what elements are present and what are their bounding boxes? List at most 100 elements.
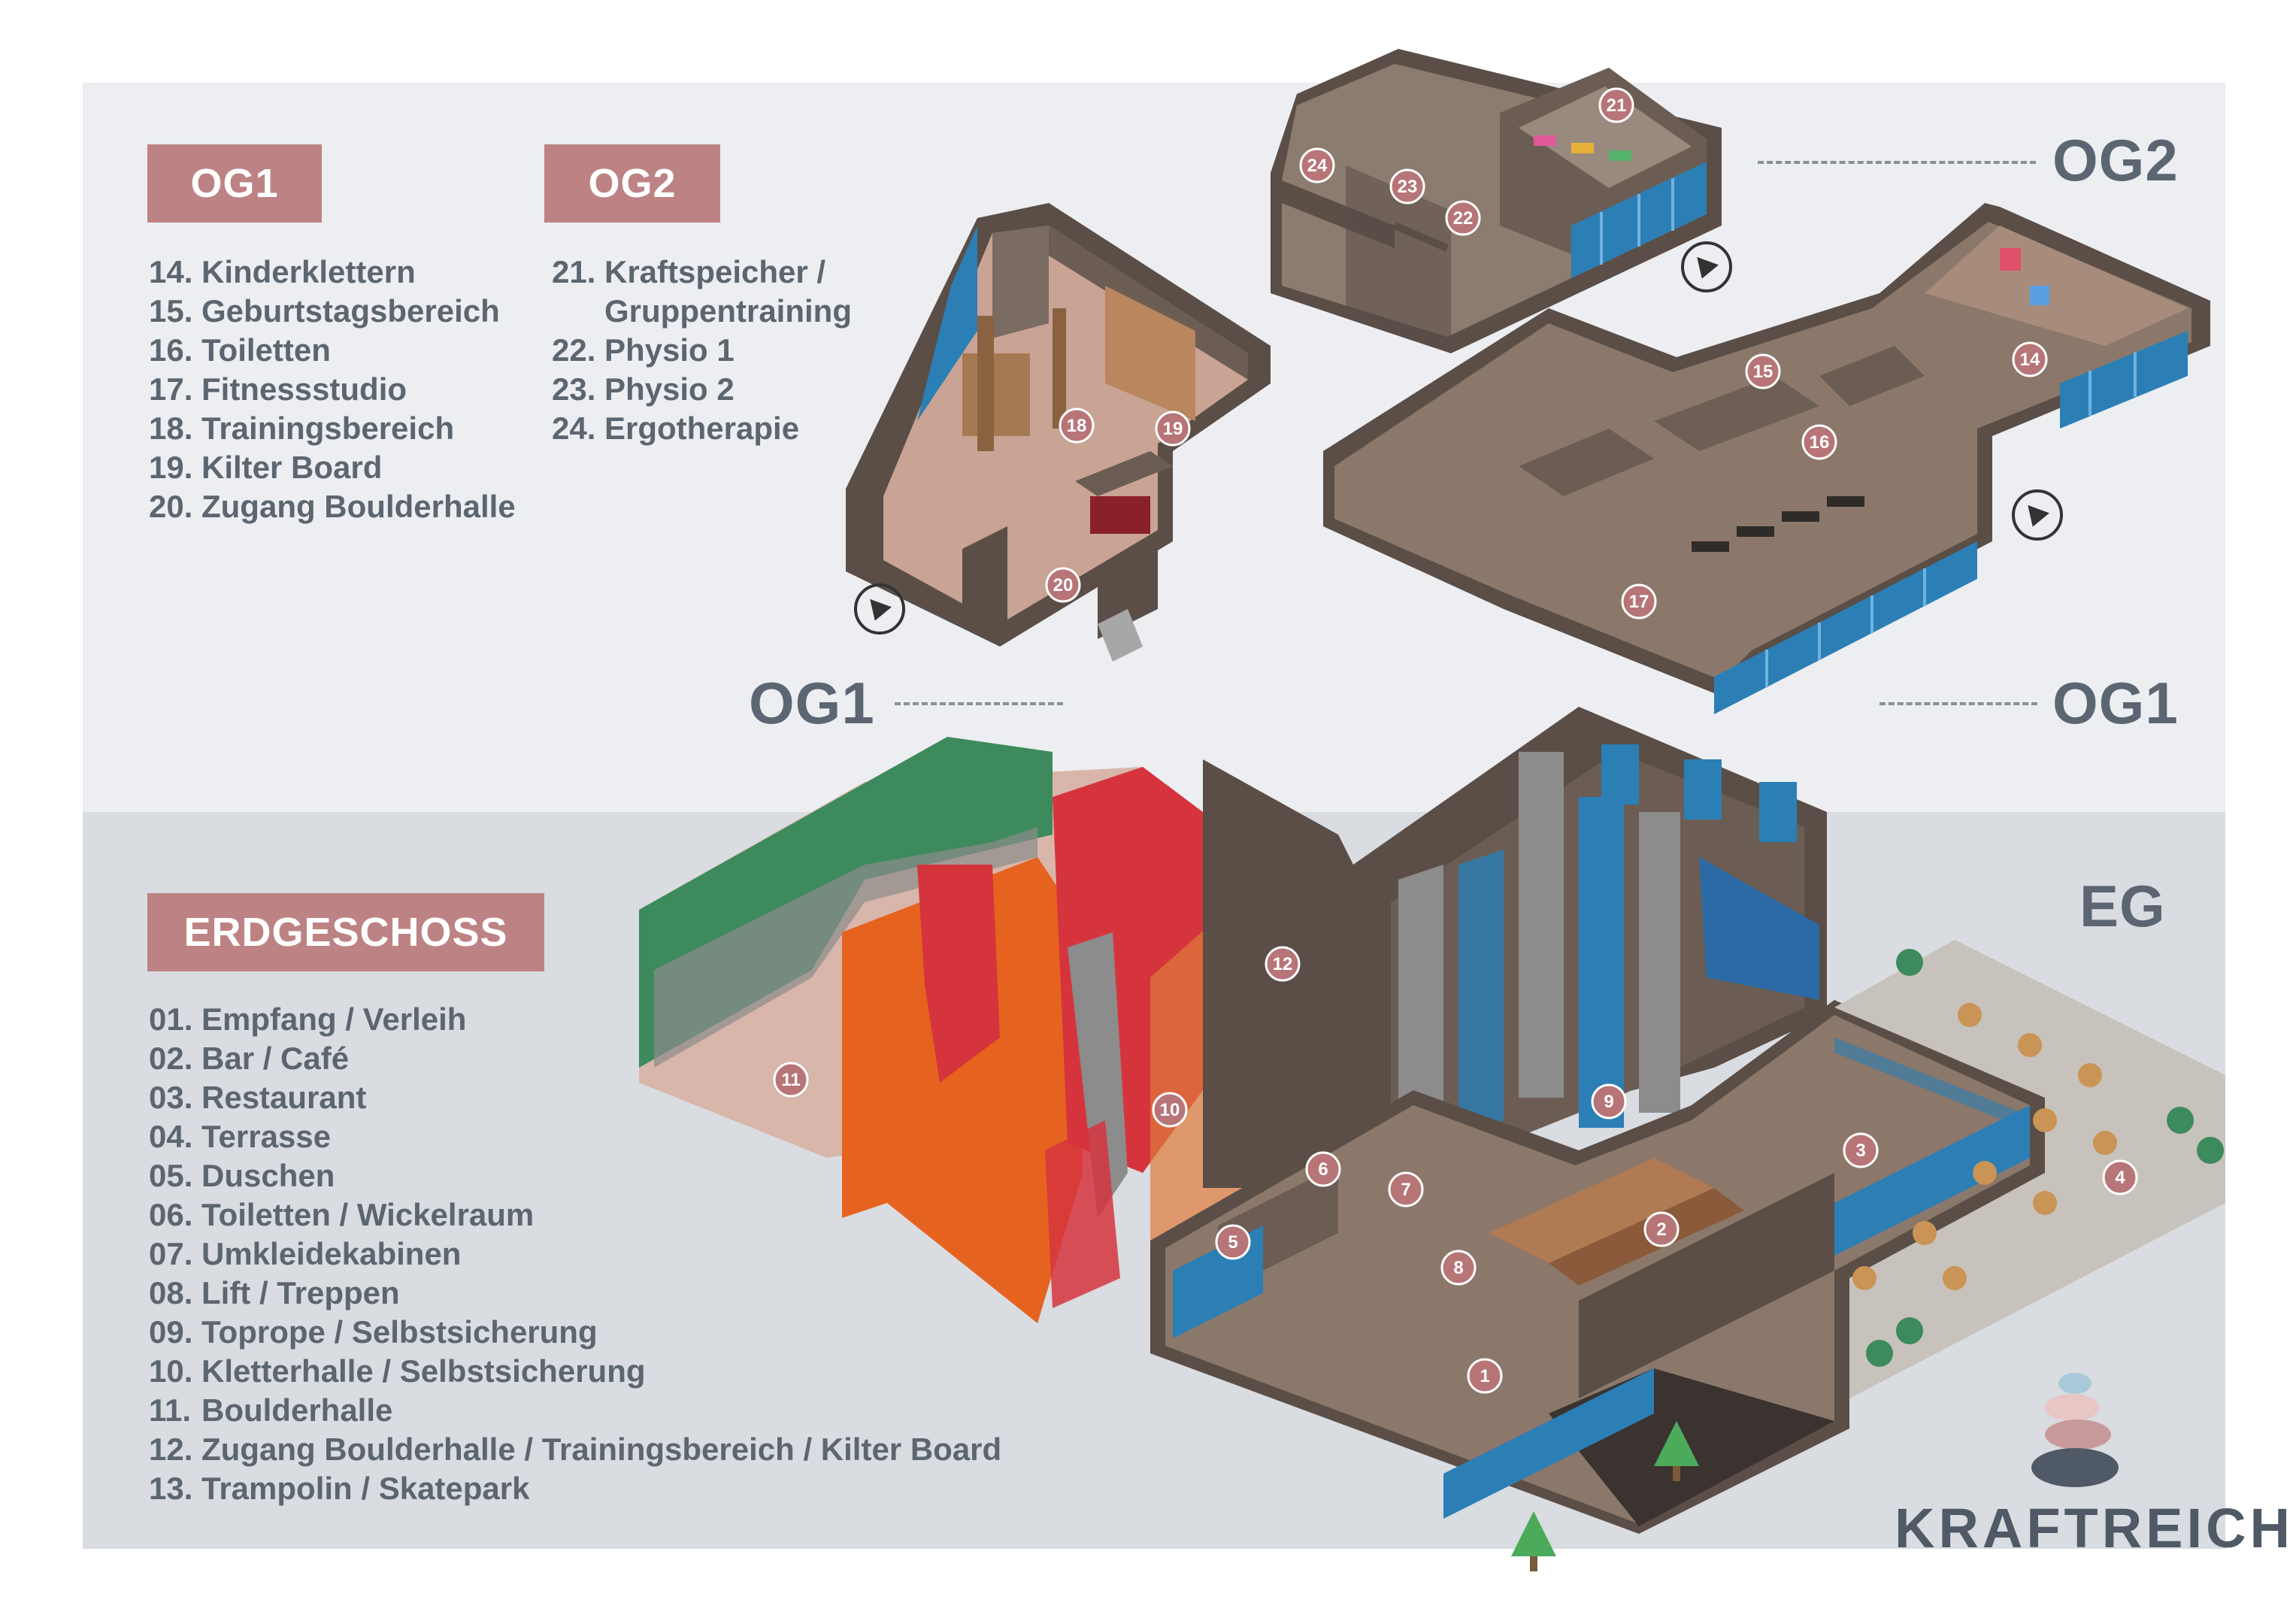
- room-marker: 11: [773, 1062, 809, 1098]
- room-marker: 8: [1440, 1250, 1477, 1286]
- legend-label: Toprope / Selbstsicherung: [201, 1314, 598, 1350]
- brand-name: KRAFTREICH: [1895, 1497, 2294, 1559]
- legend-item-continuation: Gruppentraining: [552, 292, 852, 331]
- og2-header-label: OG2: [588, 161, 677, 206]
- legend-item: 15.Geburtstagsbereich: [149, 292, 516, 331]
- svg-text:21: 21: [1607, 95, 1627, 116]
- og1-header: OG1: [147, 144, 322, 223]
- legend-item: 19.Kilter Board: [149, 448, 516, 487]
- svg-text:23: 23: [1398, 177, 1418, 197]
- room-marker: 3: [1843, 1132, 1879, 1168]
- room-marker: 1: [1467, 1358, 1503, 1394]
- legend-label: Terrasse: [201, 1119, 332, 1154]
- og2-header: OG2: [544, 144, 720, 223]
- leader-line-og1-middle: [895, 702, 1063, 705]
- svg-text:18: 18: [1067, 416, 1087, 436]
- svg-text:3: 3: [1855, 1141, 1865, 1161]
- room-marker: 16: [1801, 424, 1837, 460]
- legend-number: 23.: [552, 371, 596, 407]
- room-marker: 19: [1155, 411, 1191, 447]
- leader-line-og1-right: [1880, 702, 2037, 705]
- room-marker: 22: [1445, 200, 1481, 236]
- legend-number: 17.: [149, 371, 193, 407]
- svg-text:1: 1: [1480, 1366, 1489, 1386]
- eg-header-label: ERDGESCHOSS: [183, 910, 508, 955]
- room-marker: 21: [1598, 87, 1634, 123]
- legend-item: 13.Trampolin / Skatepark: [149, 1469, 1001, 1508]
- compass-icon: [854, 241, 2063, 635]
- legend-number: 13.: [149, 1471, 193, 1506]
- legend-number: 03.: [149, 1080, 193, 1115]
- legend-number: 12.: [149, 1432, 193, 1467]
- svg-text:16: 16: [1810, 432, 1830, 453]
- legend-label: Kraftspeicher /: [604, 254, 826, 289]
- legend-label: Zugang Boulderhalle / Trainingsbereich /…: [201, 1432, 1002, 1467]
- legend-item: 17.Fitnessstudio: [149, 370, 516, 409]
- svg-text:14: 14: [2020, 350, 2040, 370]
- room-marker: 14: [2012, 341, 2048, 377]
- legend-label: Toiletten: [201, 332, 331, 368]
- legend-label: Kinderklettern: [201, 254, 416, 289]
- legend-label: Geburtstagsbereich: [201, 293, 500, 329]
- legend-item: 03.Restaurant: [149, 1078, 1001, 1117]
- svg-text:8: 8: [1453, 1258, 1463, 1278]
- floor-tag-og2: OG2: [2052, 127, 2179, 193]
- floor-tag-eg: EG: [2079, 873, 2166, 939]
- room-marker: 20: [1045, 567, 1081, 603]
- eg-legend: 01.Empfang / Verleih 02.Bar / Café 03.Re…: [149, 1000, 1001, 1508]
- svg-text:9: 9: [1604, 1092, 1613, 1112]
- room-marker: 17: [1621, 583, 1657, 620]
- legend-number: 02.: [149, 1041, 193, 1076]
- legend-item: 10.Kletterhalle / Selbstsicherung: [149, 1352, 1001, 1391]
- leader-line-og2: [1758, 161, 2036, 164]
- room-marker: 7: [1388, 1171, 1424, 1207]
- svg-text:10: 10: [1160, 1100, 1180, 1120]
- legend-label: Trainingsbereich: [201, 411, 455, 446]
- legend-item: 02.Bar / Café: [149, 1039, 1001, 1078]
- legend-number: 15.: [149, 293, 193, 329]
- legend-number: 06.: [149, 1197, 193, 1232]
- tree-icon: [1511, 1421, 1699, 1571]
- legend-number: 24.: [552, 411, 596, 446]
- og2-legend: 21.Kraftspeicher / Gruppentraining 22.Ph…: [552, 253, 852, 448]
- legend-item: 12.Zugang Boulderhalle / Trainingsbereic…: [149, 1430, 1001, 1469]
- legend-item: 24.Ergotherapie: [552, 409, 852, 448]
- legend-number: 05.: [149, 1158, 193, 1193]
- legend-label: Physio 2: [604, 371, 735, 407]
- og2-building: [1271, 49, 1722, 353]
- legend-item: 21.Kraftspeicher /: [552, 253, 852, 292]
- legend-label: Restaurant: [201, 1080, 367, 1115]
- room-marker: 5: [1215, 1224, 1251, 1260]
- svg-text:11: 11: [781, 1070, 800, 1090]
- legend-number: 08.: [149, 1275, 193, 1310]
- legend-label: Umkleidekabinen: [201, 1236, 462, 1271]
- legend-item: 14.Kinderklettern: [149, 253, 516, 292]
- legend-number: 10.: [149, 1353, 193, 1389]
- legend-item: 20.Zugang Boulderhalle: [149, 487, 516, 526]
- legend-number: 18.: [149, 411, 193, 446]
- legend-label: Empfang / Verleih: [201, 1001, 467, 1037]
- legend-item: 08.Lift / Treppen: [149, 1274, 1001, 1313]
- legend-label: Fitnessstudio: [201, 371, 407, 407]
- legend-number: 19.: [149, 450, 193, 485]
- room-marker: 23: [1389, 168, 1425, 205]
- legend-item: 01.Empfang / Verleih: [149, 1000, 1001, 1039]
- legend-number: 16.: [149, 332, 193, 368]
- legend-item: 18.Trainingsbereich: [149, 409, 516, 448]
- room-marker: 6: [1305, 1151, 1341, 1187]
- eg-building: [639, 707, 2225, 1571]
- kraftreich-logo: [2031, 1373, 2119, 1487]
- room-marker: 12: [1265, 946, 1301, 982]
- legend-item: 22.Physio 1: [552, 331, 852, 370]
- floor-tag-og1-middle: OG1: [749, 670, 875, 736]
- legend-label: Physio 1: [604, 332, 735, 368]
- svg-text:20: 20: [1053, 575, 1074, 595]
- svg-text:22: 22: [1453, 208, 1474, 229]
- legend-number: 09.: [149, 1314, 193, 1350]
- svg-text:7: 7: [1401, 1180, 1410, 1200]
- eg-header: ERDGESCHOSS: [147, 893, 544, 971]
- stacked-stones-icon: [2031, 1373, 2119, 1487]
- room-marker: 9: [1591, 1083, 1627, 1120]
